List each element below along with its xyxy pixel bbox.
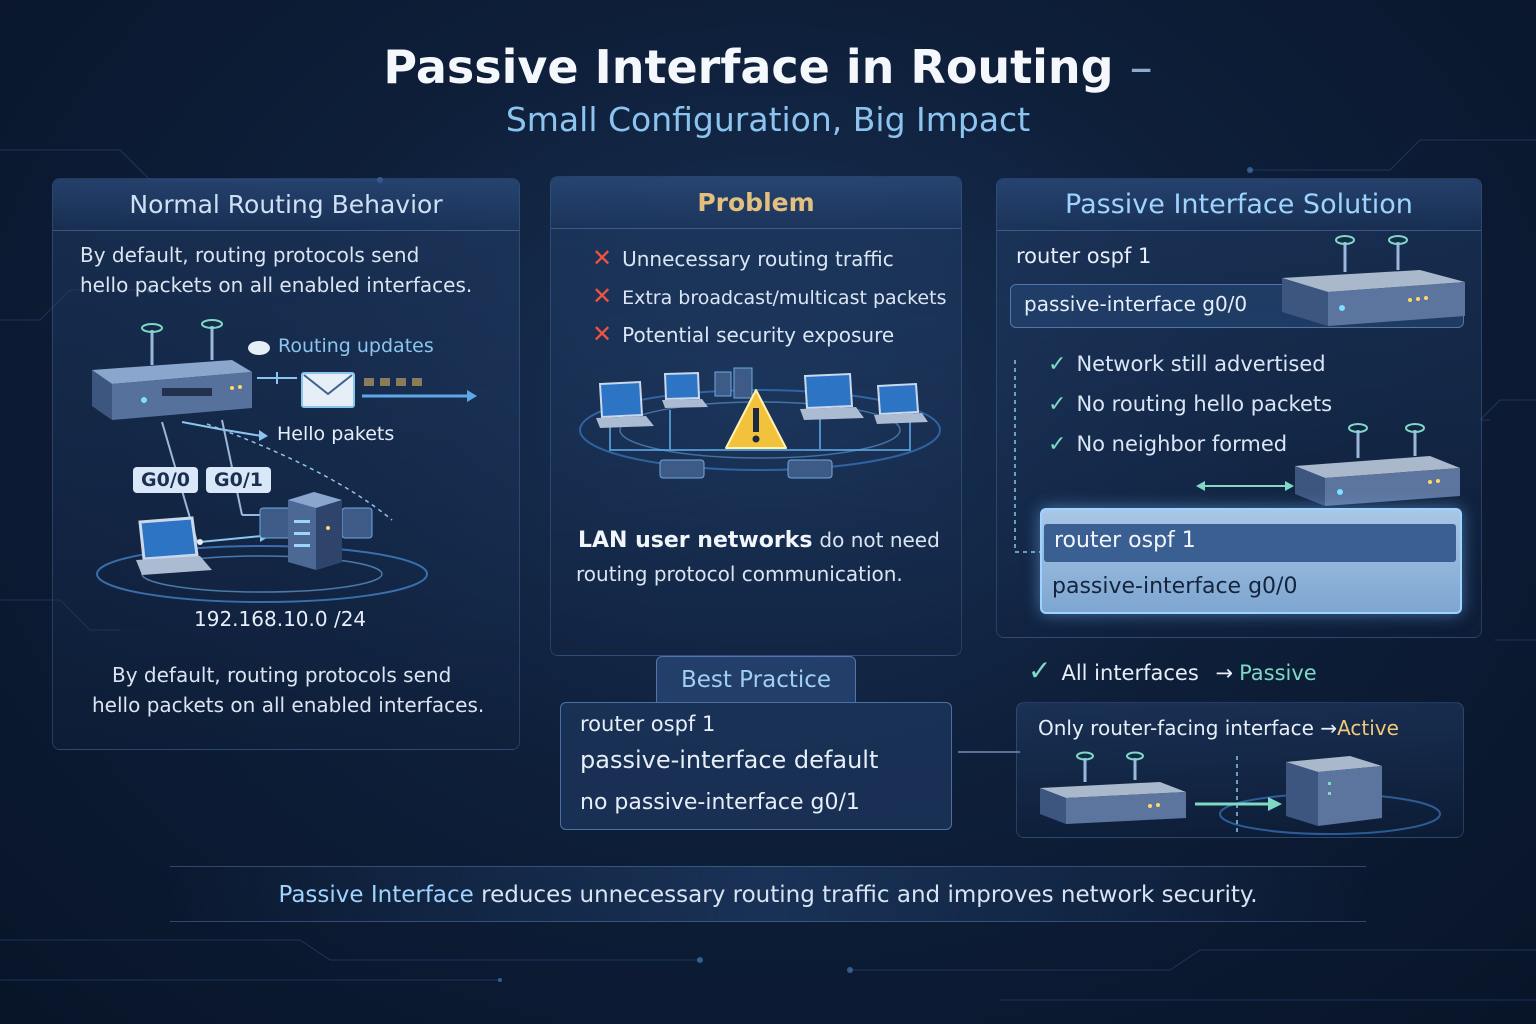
problem-item-1: ✕ Unnecessary routing traffic xyxy=(592,244,894,272)
page-title: Passive Interface in Routing – xyxy=(0,40,1536,94)
warning-icon xyxy=(725,389,787,449)
cross-icon: ✕ xyxy=(592,244,613,272)
best-practice-heading: Best Practice xyxy=(680,667,832,693)
best-practice-code xyxy=(560,702,952,830)
normal-intro-line2: hello packets on all enabled interfaces. xyxy=(80,273,473,297)
page-subtitle: Small Configuration, Big Impact xyxy=(505,100,1031,139)
problem-item-text: Extra broadcast/multicast packets xyxy=(622,287,947,309)
bp-line-3: no passive-interface g0/1 xyxy=(580,790,860,815)
footer-text: reduces unnecessary routing traffic and … xyxy=(473,882,1258,908)
best-practice-tab: Best Practice xyxy=(656,656,856,702)
solution-heading: Passive Interface Solution xyxy=(997,179,1481,231)
lan-rest-text: do not need xyxy=(819,528,940,552)
all-interfaces-value: Passive xyxy=(1239,661,1317,685)
check-icon: ✓ xyxy=(1048,432,1067,457)
problem-item-text: Potential security exposure xyxy=(622,323,895,347)
router-icon xyxy=(1295,423,1460,506)
solution-check-2: ✓ No routing hello packets xyxy=(1048,392,1332,417)
server-icon xyxy=(259,492,373,570)
zoom-line-2: passive-interface g0/0 xyxy=(1052,574,1298,599)
footer-summary: Passive Interface reduces unnecessary ro… xyxy=(170,866,1366,922)
check-text: No routing hello packets xyxy=(1076,392,1333,416)
laptop-icon xyxy=(874,382,928,424)
routing-updates-label: Routing updates xyxy=(278,335,434,357)
all-interfaces-row: ✓ All interfaces →Passive xyxy=(1028,654,1317,687)
check-icon: ✓ xyxy=(1048,392,1067,417)
check-text: Network still advertised xyxy=(1076,352,1326,376)
only-interface-arrow: → xyxy=(1320,716,1338,740)
laptop-icon xyxy=(596,380,654,428)
only-interface-row: Only router-facing interface →Active xyxy=(1038,716,1399,740)
only-interface-label: Only router-facing interface xyxy=(1038,716,1314,740)
envelope-icon xyxy=(301,372,355,408)
normal-intro-line1: By default, routing protocols send xyxy=(80,243,420,267)
zoom-config-highlight xyxy=(1044,524,1456,562)
check-text: No neighbor formed xyxy=(1076,432,1288,456)
lan-network-diagram xyxy=(579,367,941,479)
solution-cmd-router: router ospf 1 xyxy=(1016,244,1152,268)
check-icon: ✓ xyxy=(1028,654,1052,687)
network-address: 192.168.10.0 /24 xyxy=(194,607,367,631)
laptop-icon xyxy=(136,516,212,575)
normal-routing-panel: Normal Routing Behavior xyxy=(52,178,520,750)
title-text: Passive Interface in Routing xyxy=(383,40,1114,94)
problem-heading: Problem xyxy=(551,177,961,229)
title-dash: – xyxy=(1129,40,1153,94)
laptop-icon xyxy=(662,371,708,408)
lan-statement-line2: routing protocol communication. xyxy=(576,562,903,586)
solution-diagram xyxy=(1014,235,1465,553)
lan-bold-text: LAN user networks xyxy=(578,528,813,553)
solution-check-3: ✓ No neighbor formed xyxy=(1048,432,1287,457)
bp-line-1: router ospf 1 xyxy=(580,712,716,736)
lan-statement-line1: LAN user networks do not need xyxy=(578,528,940,553)
problem-item-2: ✕ Extra broadcast/multicast packets xyxy=(592,282,946,310)
cross-icon: ✕ xyxy=(592,282,613,310)
check-icon: ✓ xyxy=(1048,352,1067,377)
problem-item-3: ✕ Potential security exposure xyxy=(592,320,894,348)
router-icon xyxy=(1282,235,1465,326)
iface-g00-badge: G0/0 xyxy=(133,467,198,493)
problem-item-text: Unnecessary routing traffic xyxy=(622,247,894,271)
cross-icon: ✕ xyxy=(592,320,613,348)
normal-outro-line1: By default, routing protocols send xyxy=(112,663,452,687)
all-interfaces-arrow: → xyxy=(1215,661,1234,685)
bp-line-2: passive-interface default xyxy=(580,746,879,774)
zoom-line-1: router ospf 1 xyxy=(1054,528,1196,553)
hello-packets-label: Hello pakets xyxy=(277,423,395,445)
laptop-icon xyxy=(800,372,864,420)
server-icon xyxy=(714,367,753,399)
switch-icon xyxy=(1286,756,1382,826)
router-icon xyxy=(92,319,252,420)
solution-cmd-passive: passive-interface g0/0 xyxy=(1024,292,1248,316)
solution-check-1: ✓ Network still advertised xyxy=(1048,352,1326,377)
router-icon xyxy=(1040,751,1186,824)
footer-highlight: Passive Interface xyxy=(278,882,474,908)
only-interface-value: Active xyxy=(1337,716,1399,740)
active-interface-diagram xyxy=(958,751,1441,836)
normal-routing-diagram xyxy=(92,319,477,603)
normal-routing-heading: Normal Routing Behavior xyxy=(53,179,519,231)
normal-outro-line2: hello packets on all enabled interfaces. xyxy=(92,693,485,717)
iface-g01-badge: G0/1 xyxy=(206,467,271,493)
all-interfaces-label: All interfaces xyxy=(1061,661,1199,685)
switch-icon xyxy=(659,459,833,479)
